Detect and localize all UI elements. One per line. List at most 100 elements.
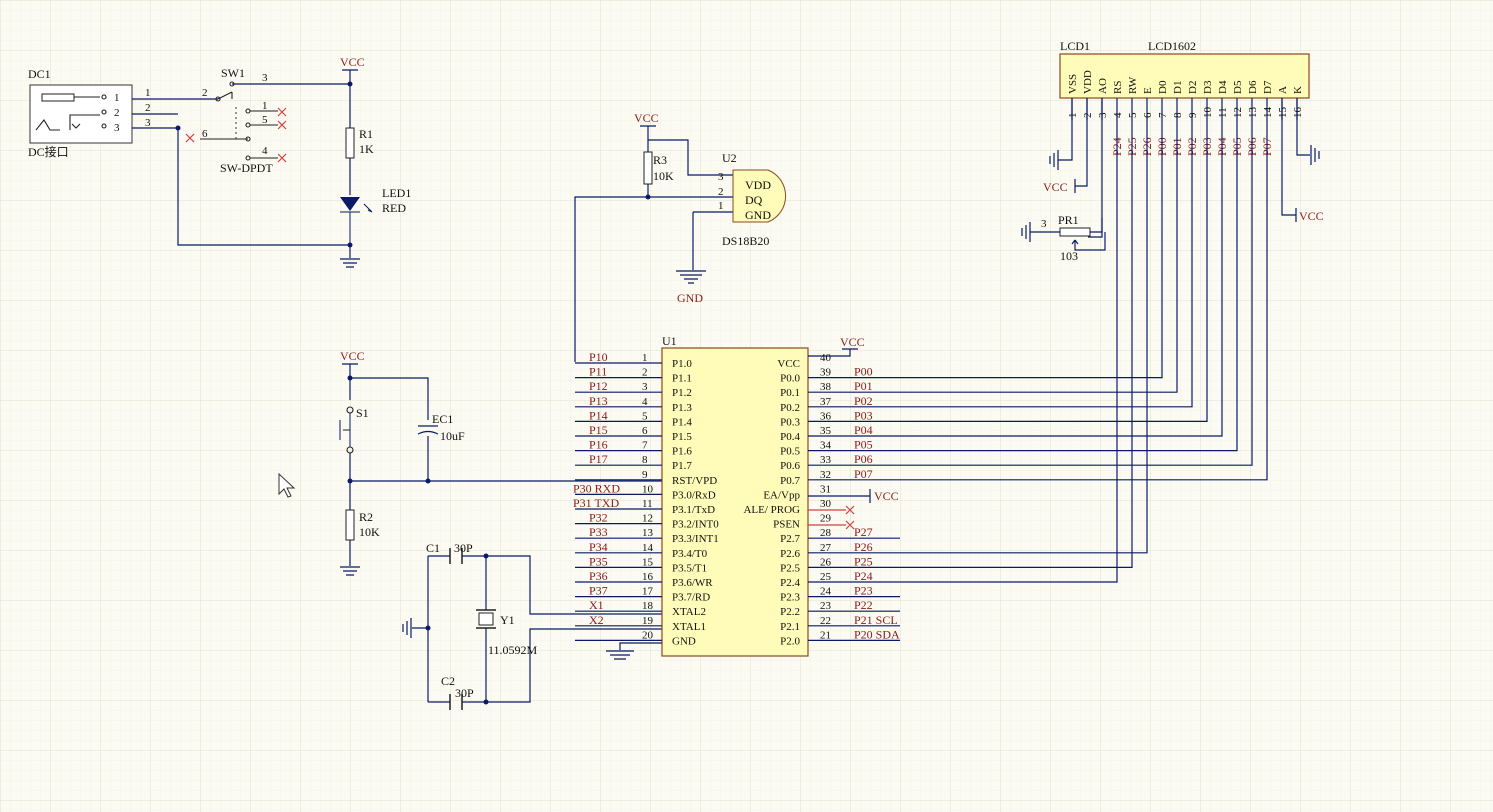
u1-net-label: P14: [589, 408, 608, 422]
u1-pin-number: 21: [820, 629, 831, 641]
lcd-name: LCD1602: [1148, 39, 1196, 53]
u1-pin-name: P0.2: [780, 402, 800, 414]
u1-net-label: P33: [589, 525, 608, 539]
dc1-pin-number: 1: [145, 87, 151, 99]
lcd-pin-number: 6: [1142, 112, 1154, 118]
u1-net-label: P25: [854, 554, 873, 568]
pr1-pin-number: 3: [1041, 218, 1047, 230]
r2-resistor[interactable]: R2 10K: [345, 509, 380, 566]
u1-net-label: P37: [589, 584, 608, 598]
u1-net-label: P11: [589, 365, 607, 379]
c2-value: 30P: [455, 686, 474, 700]
bus-wire: [900, 120, 1133, 568]
lcd-pin-name: VSS: [1067, 74, 1079, 94]
gnd-symbol: [340, 245, 360, 268]
led1-value: RED: [382, 201, 406, 215]
u1-pin-number: 8: [642, 454, 648, 466]
lcd-pin-name: D7: [1262, 80, 1274, 94]
lcd-pin-name: D6: [1247, 80, 1259, 94]
lcd-designator: LCD1: [1060, 39, 1090, 53]
u1-pin-number: 13: [642, 527, 654, 539]
u1-pin-name: XTAL2: [672, 606, 706, 618]
u2-ds18b20[interactable]: U2 VDD DQ GND 3 2 1 DS18B20: [718, 151, 787, 248]
lcd-pin-name: K: [1292, 86, 1304, 94]
dc1-jack[interactable]: DC1 DC接口 1 2 3 1 2 3: [28, 67, 151, 159]
u2-pin-dq: DQ: [745, 193, 763, 207]
u1-pin-number: 2: [642, 367, 648, 379]
vcc-symbol: VCC: [1299, 209, 1324, 223]
c2-capacitor[interactable]: C2 30P: [441, 674, 474, 710]
lcd-pin-name: RW: [1127, 76, 1139, 94]
y1-crystal[interactable]: Y1 11.0592M: [476, 609, 538, 657]
lcd-pin-number: 8: [1172, 112, 1184, 118]
lcd1602[interactable]: LCD1 LCD1602 VSS1VDD2AO3RS4P24RW5P25E6P2…: [1059, 39, 1310, 156]
dc1-name: DC接口: [28, 144, 69, 159]
lcd-pin-number: 3: [1097, 112, 1109, 118]
gnd-symbol: [1049, 150, 1059, 170]
u1-body: [661, 347, 809, 657]
sw1-pin-number: 4: [262, 145, 268, 157]
ec1-capacitor[interactable]: EC1 10uF: [417, 412, 465, 481]
u1-pin-number: 10: [642, 483, 654, 495]
lcd-pin-name: D2: [1187, 81, 1199, 94]
u1-net-label: P34: [589, 540, 608, 554]
u1-net-label: P26: [854, 540, 873, 554]
u1-net-label: P27: [854, 525, 873, 539]
pr1-potentiometer[interactable]: PR1 103 3: [1030, 213, 1106, 263]
r1-resistor[interactable]: R1 1K: [345, 127, 374, 195]
c1-capacitor[interactable]: C1 30P: [426, 541, 473, 564]
ec1-value: 10uF: [440, 429, 465, 443]
u1-net-label: P24: [854, 569, 873, 583]
r3-resistor[interactable]: R3 10K: [643, 151, 674, 197]
led1-diode[interactable]: LED1 RED: [340, 186, 411, 245]
u1-net-label: P23: [854, 584, 873, 598]
u1-pin-name: VCC: [777, 358, 800, 370]
u1-pin-number: 36: [820, 410, 832, 422]
lcd-pin-number: 12: [1232, 107, 1244, 118]
vcc-symbol: VCC: [1043, 179, 1076, 194]
sw1-switch[interactable]: SW1 SW-DPDT 3 2 1 5 6 4: [132, 66, 350, 246]
